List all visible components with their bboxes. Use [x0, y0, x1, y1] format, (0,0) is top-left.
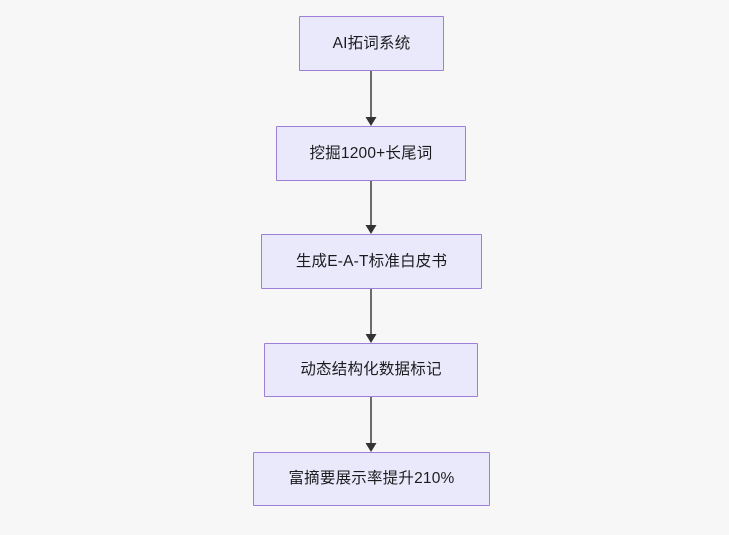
flow-node-label: 挖掘1200+长尾词 — [309, 144, 433, 162]
flow-connector-2-to-3 — [363, 181, 379, 234]
flow-node-label: AI拓词系统 — [332, 34, 411, 52]
flow-node-generate-eat-whitepaper[interactable]: 生成E-A-T标准白皮书 — [261, 234, 482, 289]
flow-node-rich-snippet-impression-lift[interactable]: 富摘要展示率提升210% — [253, 452, 490, 506]
flow-node-mine-longtail-keywords[interactable]: 挖掘1200+长尾词 — [276, 126, 466, 181]
flow-node-ai-keyword-system[interactable]: AI拓词系统 — [299, 16, 444, 71]
flow-node-label: 生成E-A-T标准白皮书 — [295, 252, 448, 270]
flow-connector-3-to-4 — [363, 289, 379, 343]
flow-connector-1-to-2 — [363, 71, 379, 126]
flow-node-label: 动态结构化数据标记 — [300, 361, 442, 379]
flow-node-label: 富摘要展示率提升210% — [288, 470, 455, 488]
flow-connector-4-to-5 — [363, 397, 379, 452]
flow-node-dynamic-structured-data-markup[interactable]: 动态结构化数据标记 — [264, 343, 478, 397]
